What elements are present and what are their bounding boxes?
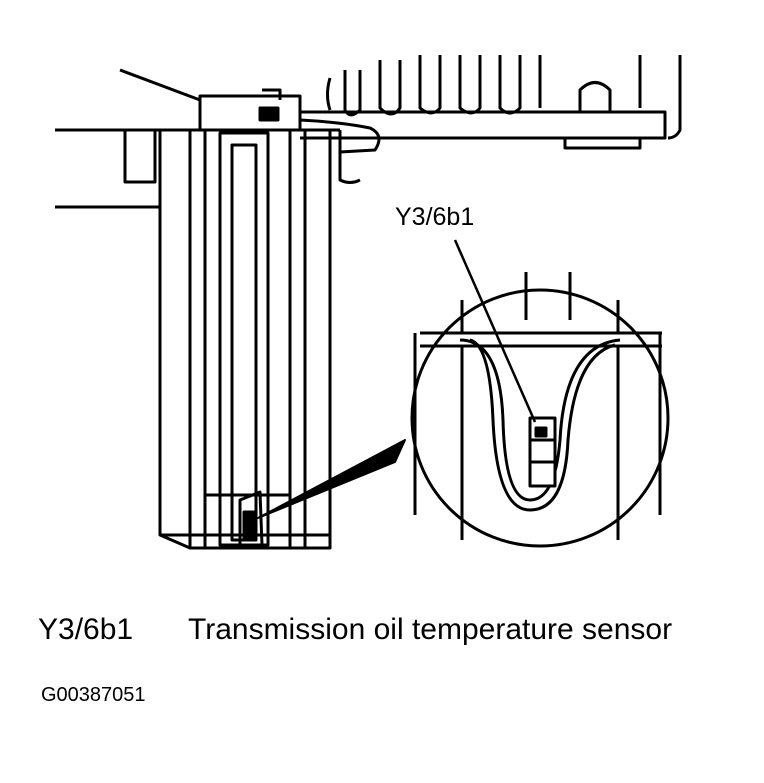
- valve-body-top: [300, 55, 682, 150]
- legend-code: Y3/6b1: [38, 613, 134, 646]
- sensor-housing: [158, 128, 332, 550]
- transmission-diagram: Y3/6b1: [55, 55, 682, 550]
- left-rail: [55, 128, 361, 209]
- legend: Y3/6b1 Transmission oil temperature senso…: [38, 610, 672, 650]
- leader-line-top: [119, 68, 201, 102]
- sensor-callout-label: Y3/6b1: [395, 203, 474, 231]
- legend-item: Y3/6b1 Transmission oil temperature senso…: [38, 610, 672, 650]
- figure-id: G00387051: [41, 684, 146, 706]
- legend-description: Transmission oil temperature sensor: [188, 613, 673, 646]
- label-leader-line: [453, 239, 537, 423]
- detail-magnifier: [410, 272, 670, 548]
- callout-wedge: [257, 439, 406, 519]
